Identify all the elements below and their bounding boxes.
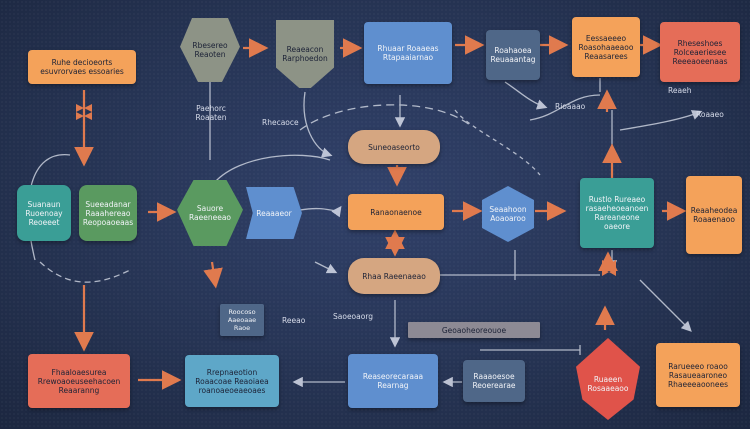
node-left-teal-label: Suanaun Ruoenoay Reoeeet: [25, 199, 63, 227]
node-top-dark[interactable]: Roahaoea Reuaaantag: [486, 30, 540, 80]
node-small-box-label: Roocoso Aaeoaae Raoe: [227, 308, 257, 332]
node-center-orange-label: Ranaonaenoe: [370, 207, 422, 217]
node-top-center[interactable]: Rhuaar Roaaeas Rtapaaiarnao: [364, 22, 452, 84]
node-top-dark-label: Roahaoea Reuaaantag: [490, 46, 536, 64]
node-trap-top-label: Reaeacon Rarphoedon: [282, 45, 328, 63]
node-bottom-blue-label: Rrepnaeotion Roaacoae Reaoiaea roanoaeoe…: [195, 367, 269, 395]
node-bottom-red-label: Ruaeen Rosaaeaoo: [587, 375, 629, 393]
node-bottom-dark[interactable]: Raaaoesoe Reoerearae: [463, 360, 525, 402]
link-trap-to-pill: [303, 91, 333, 158]
bowtie-marker-right: [602, 260, 616, 276]
node-mid-blue[interactable]: Reaaaeor: [246, 187, 302, 239]
node-top-left[interactable]: Ruhe decioeorts esuvrorvaes essoaries: [28, 50, 136, 84]
link-arc-left-low: [39, 261, 131, 283]
node-bottom-left-label: Fhaaloaesurea Rrewoaoeuseehacoen Reaaran…: [37, 367, 121, 395]
label-bar-text: Geoaoheoreouoe: [441, 325, 507, 335]
label-mid-low: Saoeoaorg: [333, 312, 374, 321]
node-left-teal[interactable]: Suanaun Ruoenoay Reoeeet: [17, 185, 71, 241]
node-hex-top-label: Rbesereo Reaoten: [192, 41, 228, 59]
bowtie-marker-left: [76, 104, 92, 120]
link-dash-center: [299, 104, 471, 131]
label-right-small: Reaeh: [668, 86, 692, 95]
link-top-dark-down: [504, 81, 548, 110]
link-loop-right: [454, 109, 541, 176]
node-center-orange[interactable]: Ranaonaenoe: [348, 194, 444, 230]
node-top-orange-label: Eessaeeeo Roasohaaeaoo Reaasarees: [578, 33, 634, 61]
label-bar: Geoaoheoreouoe: [408, 322, 540, 338]
link-curve-hex-mid: [214, 154, 331, 183]
node-right-hex-label: Seaahoon Aoaoaroo: [489, 205, 527, 223]
link-mid-blue-out: [299, 205, 342, 218]
node-right-teal[interactable]: Rustlo Rureaeo rasaeheoeanoen Rareaneone…: [580, 178, 654, 248]
label-center-top: Paehorc Roaaten: [195, 104, 227, 122]
node-bottom-dark-label: Raaaoesoe Reoerearae: [472, 372, 516, 390]
label-right-under: Roaaeo: [696, 110, 724, 119]
node-center-pill[interactable]: Suneoaseorto: [348, 130, 440, 164]
arrow-hex-mid-down: [203, 261, 223, 289]
label-mid: Rhecaoce: [262, 118, 299, 127]
node-hex-mid-label: Sauore Raeeneeao: [188, 204, 232, 222]
node-right-orange[interactable]: Reaaheodea Roaaenaoo: [686, 176, 742, 254]
label-left-small: Reeao: [282, 316, 306, 325]
node-bottom-center-label: Reaseorecaraaa Rearnag: [362, 372, 424, 390]
node-left-green-label: Sueeadanar Raaahereao Reopoaoeaas: [82, 199, 134, 227]
node-top-center-label: Rhuaar Roaaeas Rtapaaiarnao: [377, 44, 439, 62]
link-mid-low: [314, 261, 338, 274]
label-right-top: Rioaaao: [555, 102, 586, 111]
node-small-box[interactable]: Roocoso Aaeoaae Raoe: [220, 304, 264, 336]
link-right-down: [639, 279, 692, 332]
node-top-coral[interactable]: Rheseshoes Rolceaeriesee Reeeaoeenaas: [660, 22, 740, 82]
node-right-orange-label: Reaaheodea Roaaenaoo: [690, 206, 738, 224]
node-center-pill-label: Suneoaseorto: [368, 142, 420, 152]
node-bottom-center[interactable]: Reaseorecaraaa Rearnag: [348, 354, 438, 408]
node-mid-blue-label: Reaaaeor: [256, 208, 292, 218]
node-top-coral-label: Rheseshoes Rolceaeriesee Reeeaoeenaas: [672, 38, 728, 66]
node-left-green[interactable]: Sueeadanar Raaahereao Reopoaoeaas: [79, 185, 137, 241]
node-bottom-right-label: Rarueeeo roaoo Rasaueaaroneo Rhaeeeaoone…: [667, 361, 729, 389]
node-bottom-blue[interactable]: Rrepnaeotion Roaacoae Reaoiaea roanoaeoe…: [185, 355, 279, 407]
node-top-left-label: Ruhe decioeorts esuvrorvaes essoaries: [40, 58, 124, 76]
node-bottom-right[interactable]: Rarueeeo roaoo Rasaueaaroneo Rhaeeeaoone…: [656, 343, 740, 407]
node-right-teal-label: Rustlo Rureaeo rasaeheoeanoen Rareaneone…: [585, 195, 649, 231]
link-right-wave: [529, 94, 601, 121]
node-center-pill2[interactable]: Rhaa Raeenaeao: [348, 258, 440, 294]
link-right-branch: [619, 110, 703, 131]
node-top-orange[interactable]: Eessaeeeo Roasohaaeaoo Reaasarees: [572, 17, 640, 77]
node-bottom-left[interactable]: Fhaaloaesurea Rrewoaoeuseehacoen Reaaran…: [28, 354, 130, 408]
node-center-pill2-label: Rhaa Raeenaeao: [362, 271, 426, 281]
